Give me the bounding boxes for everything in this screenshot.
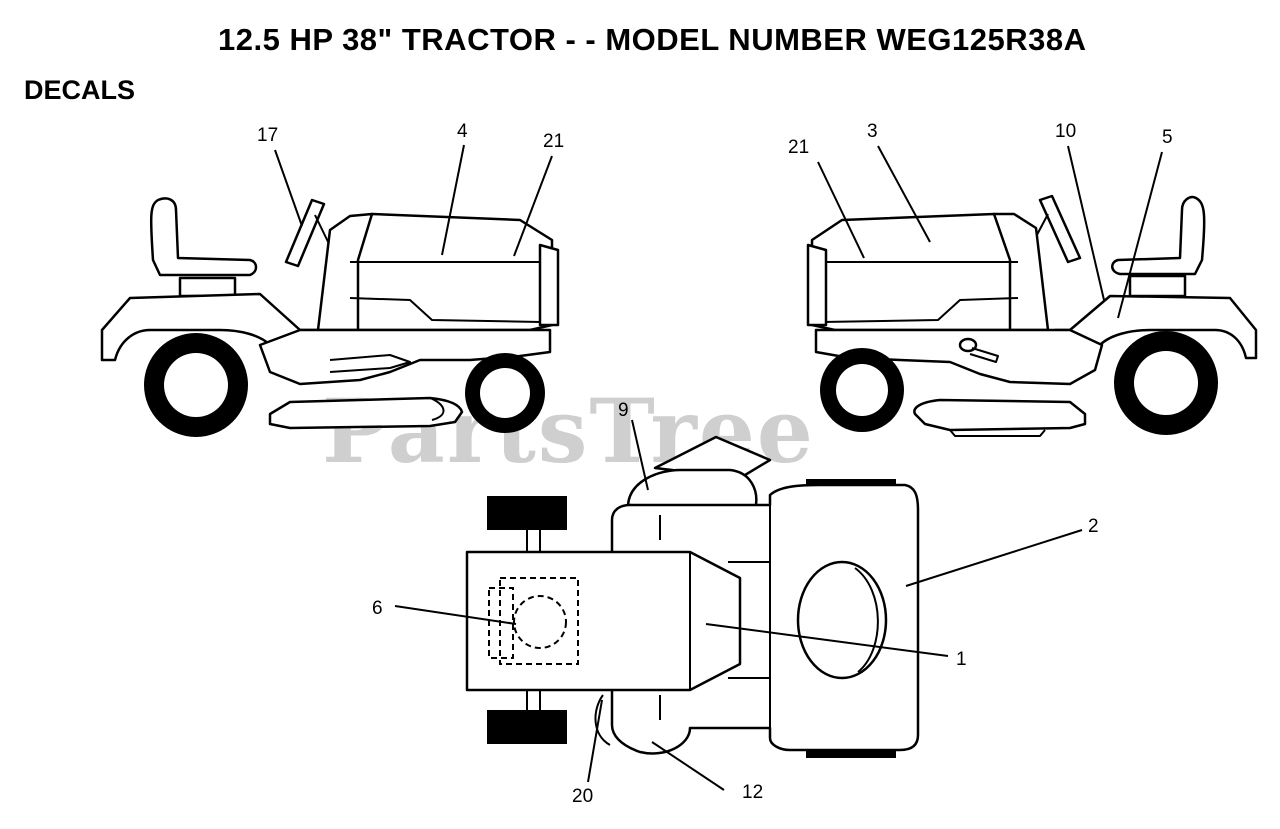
callout-10: 10 bbox=[1055, 121, 1076, 142]
tractor-right-side-view bbox=[806, 194, 1258, 437]
callout-21-right: 21 bbox=[788, 137, 809, 158]
callout-6: 6 bbox=[372, 598, 383, 619]
callout-5: 5 bbox=[1162, 127, 1173, 148]
callout-17: 17 bbox=[257, 125, 278, 146]
callout-12: 12 bbox=[742, 782, 763, 803]
page-title: 12.5 HP 38" TRACTOR - - MODEL NUMBER WEG… bbox=[218, 22, 1087, 57]
callout-4: 4 bbox=[457, 121, 468, 142]
callout-2: 2 bbox=[1088, 516, 1099, 537]
callout-21-left: 21 bbox=[543, 131, 564, 152]
callout-3: 3 bbox=[867, 121, 878, 142]
callout-9: 9 bbox=[618, 400, 629, 421]
callout-1: 1 bbox=[956, 649, 967, 670]
tractor-top-view bbox=[465, 435, 920, 758]
callout-labels: 17 4 21 21 3 10 5 9 2 6 1 20 12 bbox=[257, 121, 1173, 807]
callout-20: 20 bbox=[572, 786, 593, 807]
tractor-left-side-view bbox=[100, 197, 560, 437]
callout-leaders bbox=[274, 144, 1163, 791]
section-heading: DECALS bbox=[24, 75, 136, 105]
